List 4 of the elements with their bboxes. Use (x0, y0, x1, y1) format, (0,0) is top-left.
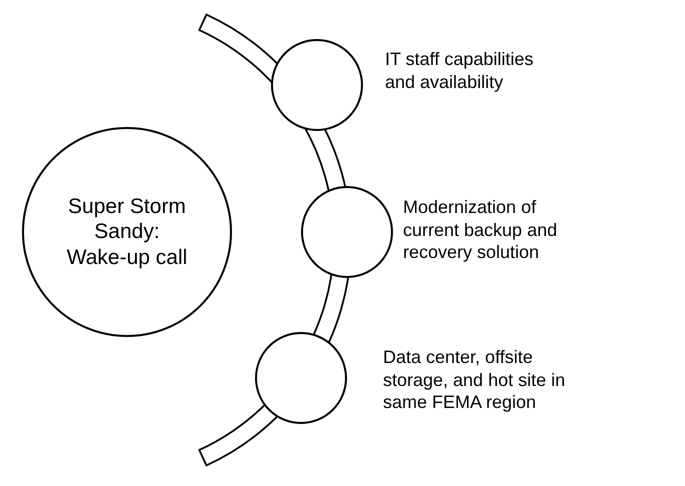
circle-caption: IT staff capabilities and availability (385, 48, 534, 93)
circle-title: Super Storm Sandy: Wake-up call (66, 194, 188, 270)
circle-caption: Modernization of current backup and recovery solution (403, 196, 558, 264)
circle-caption: Data center, offsite storage, and hot site in same FEMA region (383, 346, 566, 414)
